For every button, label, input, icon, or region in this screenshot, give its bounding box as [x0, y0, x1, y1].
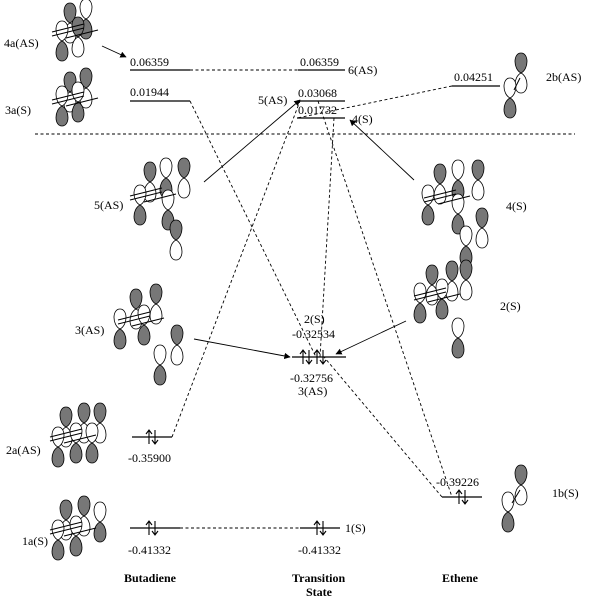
label-3a: 3a(S)	[5, 103, 31, 117]
label-1b: 1b(S)	[552, 486, 579, 500]
orbital-drawing-3a	[51, 67, 99, 127]
corr-2b-4	[296, 85, 453, 119]
arrow-3-label	[193, 338, 291, 360]
caption-ts-line2: State	[306, 585, 333, 599]
energy-1a: -0.41332	[128, 543, 171, 557]
energy-4a: 0.06359	[130, 55, 169, 69]
energy-3a: 0.01944	[130, 85, 169, 99]
energy-2a: -0.35900	[128, 451, 171, 465]
energy-4: 0.01732	[298, 103, 337, 117]
label-4-right: 4(S)	[506, 199, 527, 213]
label-3-left: 3(AS)	[75, 323, 104, 337]
energy-2b: 0.04251	[454, 70, 493, 84]
label-1a: 1a(S)	[22, 534, 48, 548]
energy-1b: -0.39226	[436, 475, 479, 489]
orbital-drawing-2b	[503, 52, 528, 119]
energy-3: -0.32756	[290, 371, 333, 385]
corr-2a-5	[171, 100, 301, 438]
arrow-5-label	[203, 99, 301, 183]
corr-3a-2	[189, 100, 317, 358]
label-2a: 2a(AS)	[6, 443, 41, 457]
caption-ethene: Ethene	[442, 571, 479, 585]
label-1: 1(S)	[345, 521, 366, 535]
label-3: 3(AS)	[298, 384, 327, 398]
caption-ts-line1: Transition	[292, 571, 345, 585]
arrow-2-label	[335, 320, 407, 355]
corr-1b-3	[323, 356, 443, 498]
label-2: 2(S)	[304, 312, 325, 326]
energy-1: -0.41332	[298, 543, 341, 557]
orbital-drawing-2a	[49, 402, 107, 468]
energy-6: 0.06359	[300, 55, 339, 69]
arrow-4-label	[349, 119, 415, 181]
label-4a: 4a(AS)	[4, 36, 39, 50]
caption-butadiene: Butadiene	[124, 571, 177, 585]
corr-5-1b	[317, 100, 453, 498]
energy-5: 0.03068	[298, 86, 337, 100]
orbital-drawing-1a	[49, 495, 107, 561]
arrow-4a	[101, 45, 127, 58]
orbital-drawing-4	[421, 159, 489, 267]
orbital-drawing-1b	[501, 464, 528, 533]
label-6: 6(AS)	[348, 63, 377, 77]
label-2-right: 2(S)	[500, 299, 521, 313]
label-2b: 2b(AS)	[546, 70, 581, 84]
orbital-drawing-2	[413, 259, 473, 359]
label-5-left: 5(AS)	[94, 198, 123, 212]
orbital-drawing-4a	[51, 0, 99, 62]
orbital-drawing-3	[113, 283, 184, 386]
energy-2: -0.32534	[292, 327, 335, 341]
corr-4-3	[319, 117, 335, 358]
label-5: 5(AS)	[258, 93, 287, 107]
orbital-drawing-5	[129, 157, 191, 261]
label-4: 4(S)	[352, 112, 373, 126]
